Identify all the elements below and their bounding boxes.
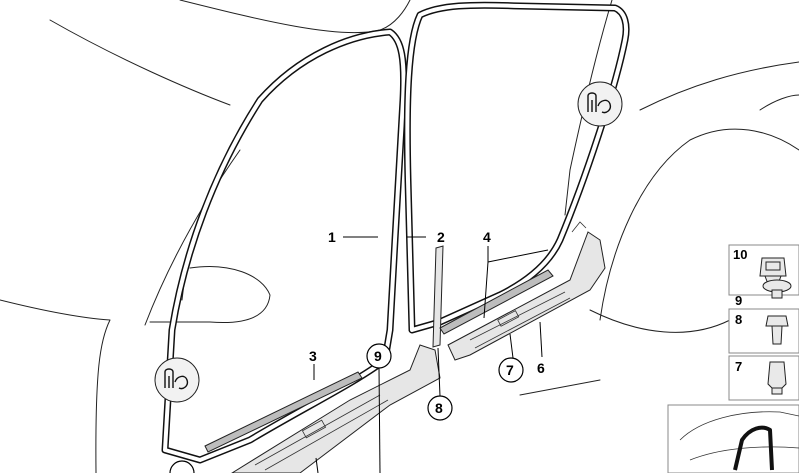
rear-door-seal [403,1,630,334]
callout-6: 6 [537,360,545,376]
legend-number-7: 7 [735,359,742,374]
callout-9: 9 [374,348,382,364]
front-sill-strip [204,371,363,453]
spreader-clip-icon [767,361,787,395]
position-thumbnail [667,404,799,473]
callout-cut-circle [169,460,195,473]
b-pillar-trim [432,245,444,348]
legend-item-8: 8 [728,308,799,354]
callout-7-circle: 7 [498,357,524,383]
callout-3: 3 [309,348,317,364]
expanding-clip-icon [765,315,789,345]
callout-4: 4 [483,229,491,245]
rear-sill-strip [439,269,554,335]
leader-lines [313,236,549,473]
legend-number-8: 8 [735,312,742,327]
callout-1: 1 [328,229,336,245]
legend-item-7: 7 [728,355,799,401]
rear-entrance-sill-trim [447,221,606,361]
legend-number-9: 9 [735,293,742,308]
legend-panel: 10 9 8 7 [667,244,799,473]
legend-number-10: 10 [733,247,747,262]
callout-2: 2 [437,229,445,245]
legend-item-9: 9 [735,279,792,308]
callout-7: 7 [506,362,514,378]
push-button-rivet-icon [762,279,792,299]
callout-9-circle: 9 [366,343,392,369]
front-entrance-sill-trim [231,344,441,473]
callout-8: 8 [435,400,443,416]
callout-8-circle: 8 [427,395,453,421]
clip-symbol-badge-upper [577,81,623,127]
clip-symbol-badge-lower [154,357,200,403]
